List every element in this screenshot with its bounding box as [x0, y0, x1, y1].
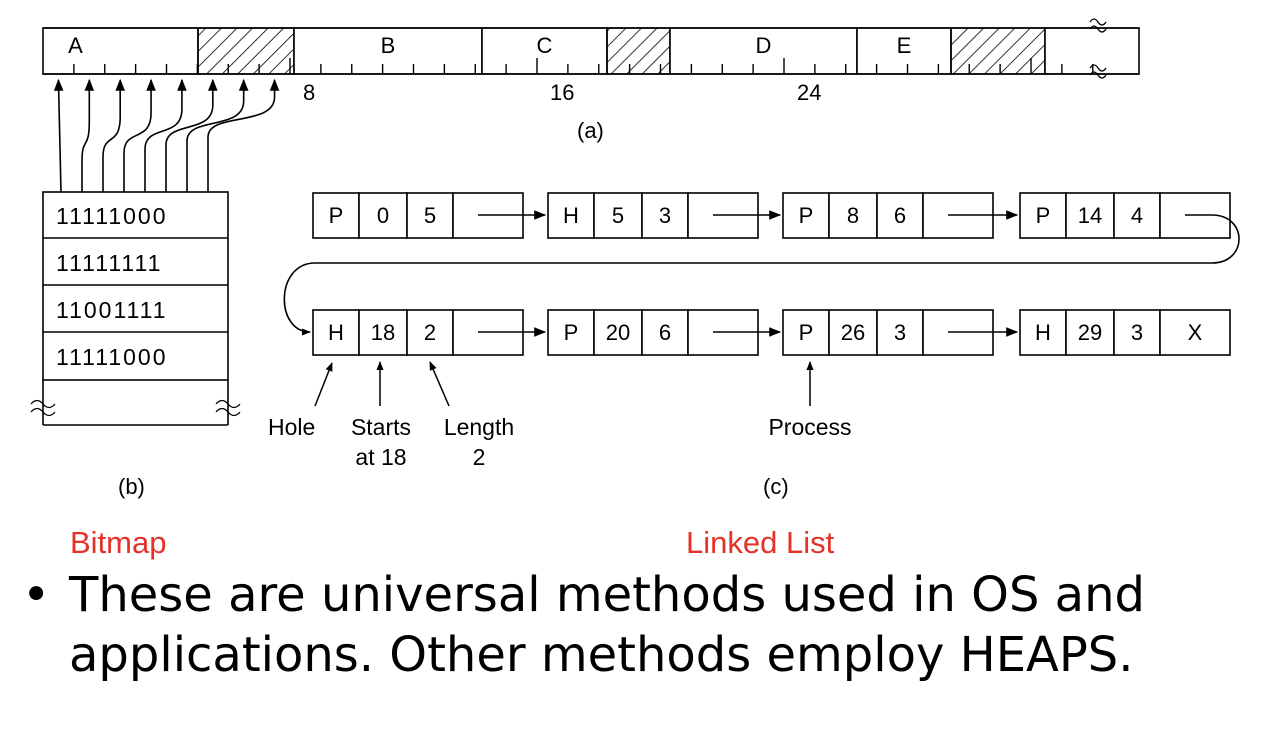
list-node: H 29 3 X — [1019, 309, 1231, 356]
caption-c: (c) — [763, 474, 789, 499]
node-length-value: 5 — [424, 203, 436, 228]
process-label: Process — [768, 414, 851, 440]
node-type-value: H — [1035, 320, 1051, 345]
node-field-length — [876, 309, 924, 356]
node-field-start — [358, 309, 408, 356]
node-length-value: 6 — [659, 320, 671, 345]
node-start-value: 8 — [847, 203, 859, 228]
node-start-value: 20 — [606, 320, 630, 345]
bitmap-break-icon-left — [30, 399, 56, 417]
node-type-value: P — [564, 320, 579, 345]
node-field-type — [312, 309, 360, 356]
bitmap-title: Bitmap — [70, 525, 167, 560]
bitmap-to-memory-arrows — [53, 78, 280, 193]
bitmap-row: 11111000 — [56, 344, 168, 370]
bar-break-icon-bottom — [1089, 64, 1107, 79]
node-field-type — [782, 309, 830, 356]
node-length-value: 4 — [1131, 203, 1143, 228]
bitmap-bit-arrow — [81, 78, 95, 192]
node-field-length — [641, 192, 689, 239]
node-length-value: 3 — [1131, 320, 1143, 345]
bullet-text: These are universal methods used in OS a… — [69, 567, 1145, 683]
hole-label: Hole — [268, 414, 315, 440]
caption-b: (b) — [118, 474, 145, 499]
node-length-value: 3 — [894, 320, 906, 345]
node-field-type — [312, 192, 360, 239]
node-field-next — [1159, 309, 1231, 356]
tick-label-8: 8 — [303, 80, 315, 105]
bitmap-row: 11111000 — [56, 203, 168, 229]
tick-label-16: 16 — [550, 80, 574, 105]
node-length-value: 3 — [659, 203, 671, 228]
node-length-value: 2 — [424, 320, 436, 345]
node-field-type — [1019, 192, 1067, 239]
list-node: P 14 4 — [1019, 192, 1231, 239]
list-node: P 26 3 — [782, 309, 994, 356]
list-node: P 0 5 — [312, 192, 524, 239]
node-field-length — [406, 309, 454, 356]
node-start-value: 26 — [841, 320, 865, 345]
node-field-type — [547, 192, 595, 239]
bitmap-bit-arrow — [123, 78, 156, 192]
bitmap-bit-arrow — [102, 78, 125, 192]
length-label-line2: 2 — [473, 444, 486, 470]
node-type-value: H — [328, 320, 344, 345]
node-field-type — [1019, 309, 1067, 356]
hole-segment — [197, 27, 295, 75]
bitmap-table: 11111000 11111111 11001111 11111000 (b) — [30, 191, 241, 499]
bitmap-bit-arrow — [207, 78, 280, 192]
length-annotation-arrow — [429, 361, 450, 407]
segment-label: D — [756, 33, 772, 58]
node-field-length — [641, 309, 689, 356]
bitmap-bit-arrow — [186, 78, 249, 192]
node-start-value: 5 — [612, 203, 624, 228]
tick-label-24: 24 — [797, 80, 821, 105]
segment-label: C — [537, 33, 553, 58]
segment-label: A — [68, 33, 83, 58]
memory-segment — [42, 27, 199, 75]
length-label: Length — [444, 414, 514, 440]
node-type-value: P — [799, 203, 814, 228]
node-type-value: H — [563, 203, 579, 228]
linked-list-title: Linked List — [686, 525, 835, 560]
node-field-start — [1065, 192, 1115, 239]
wraparound-connector — [283, 214, 1240, 336]
node-field-length — [876, 192, 924, 239]
node-field-type — [547, 309, 595, 356]
node-type-value: P — [1036, 203, 1051, 228]
node-type-value: P — [799, 320, 814, 345]
node-field-start — [828, 309, 878, 356]
hole-segment — [950, 27, 1046, 75]
node-field-length — [1113, 192, 1161, 239]
node-type-value: P — [329, 203, 344, 228]
node-start-value: 18 — [371, 320, 395, 345]
starts-label-line2: at 18 — [355, 444, 406, 470]
bitmap-row: 11001111 — [56, 297, 168, 323]
memory-bar: A B C D E 8 16 24 (a) — [42, 18, 1140, 143]
segment-label: B — [381, 33, 396, 58]
caption-a: (a) — [577, 118, 604, 143]
node-field-start — [828, 192, 878, 239]
bar-break-icon-top — [1089, 18, 1107, 33]
segment-label: E — [897, 33, 912, 58]
bitmap-bit-arrow — [53, 78, 64, 193]
bullet-symbol: • — [22, 567, 51, 623]
bitmap-break-icon-right — [215, 399, 241, 417]
node-start-value: 0 — [377, 203, 389, 228]
bitmap-row: 11111111 — [56, 250, 162, 276]
node-length-value: 6 — [894, 203, 906, 228]
node-field-start — [593, 309, 643, 356]
starts-label: Starts — [351, 414, 411, 440]
hole-annotation-arrow — [314, 362, 333, 407]
node-field-type — [782, 192, 830, 239]
node-start-value: 14 — [1078, 203, 1102, 228]
node-start-value: 29 — [1078, 320, 1102, 345]
bitmap-bit-arrow — [144, 78, 187, 192]
memory-segment — [1044, 27, 1140, 75]
bitmap-bit-arrow — [165, 78, 218, 192]
node-next-value: X — [1188, 320, 1203, 345]
node-field-length — [406, 192, 454, 239]
